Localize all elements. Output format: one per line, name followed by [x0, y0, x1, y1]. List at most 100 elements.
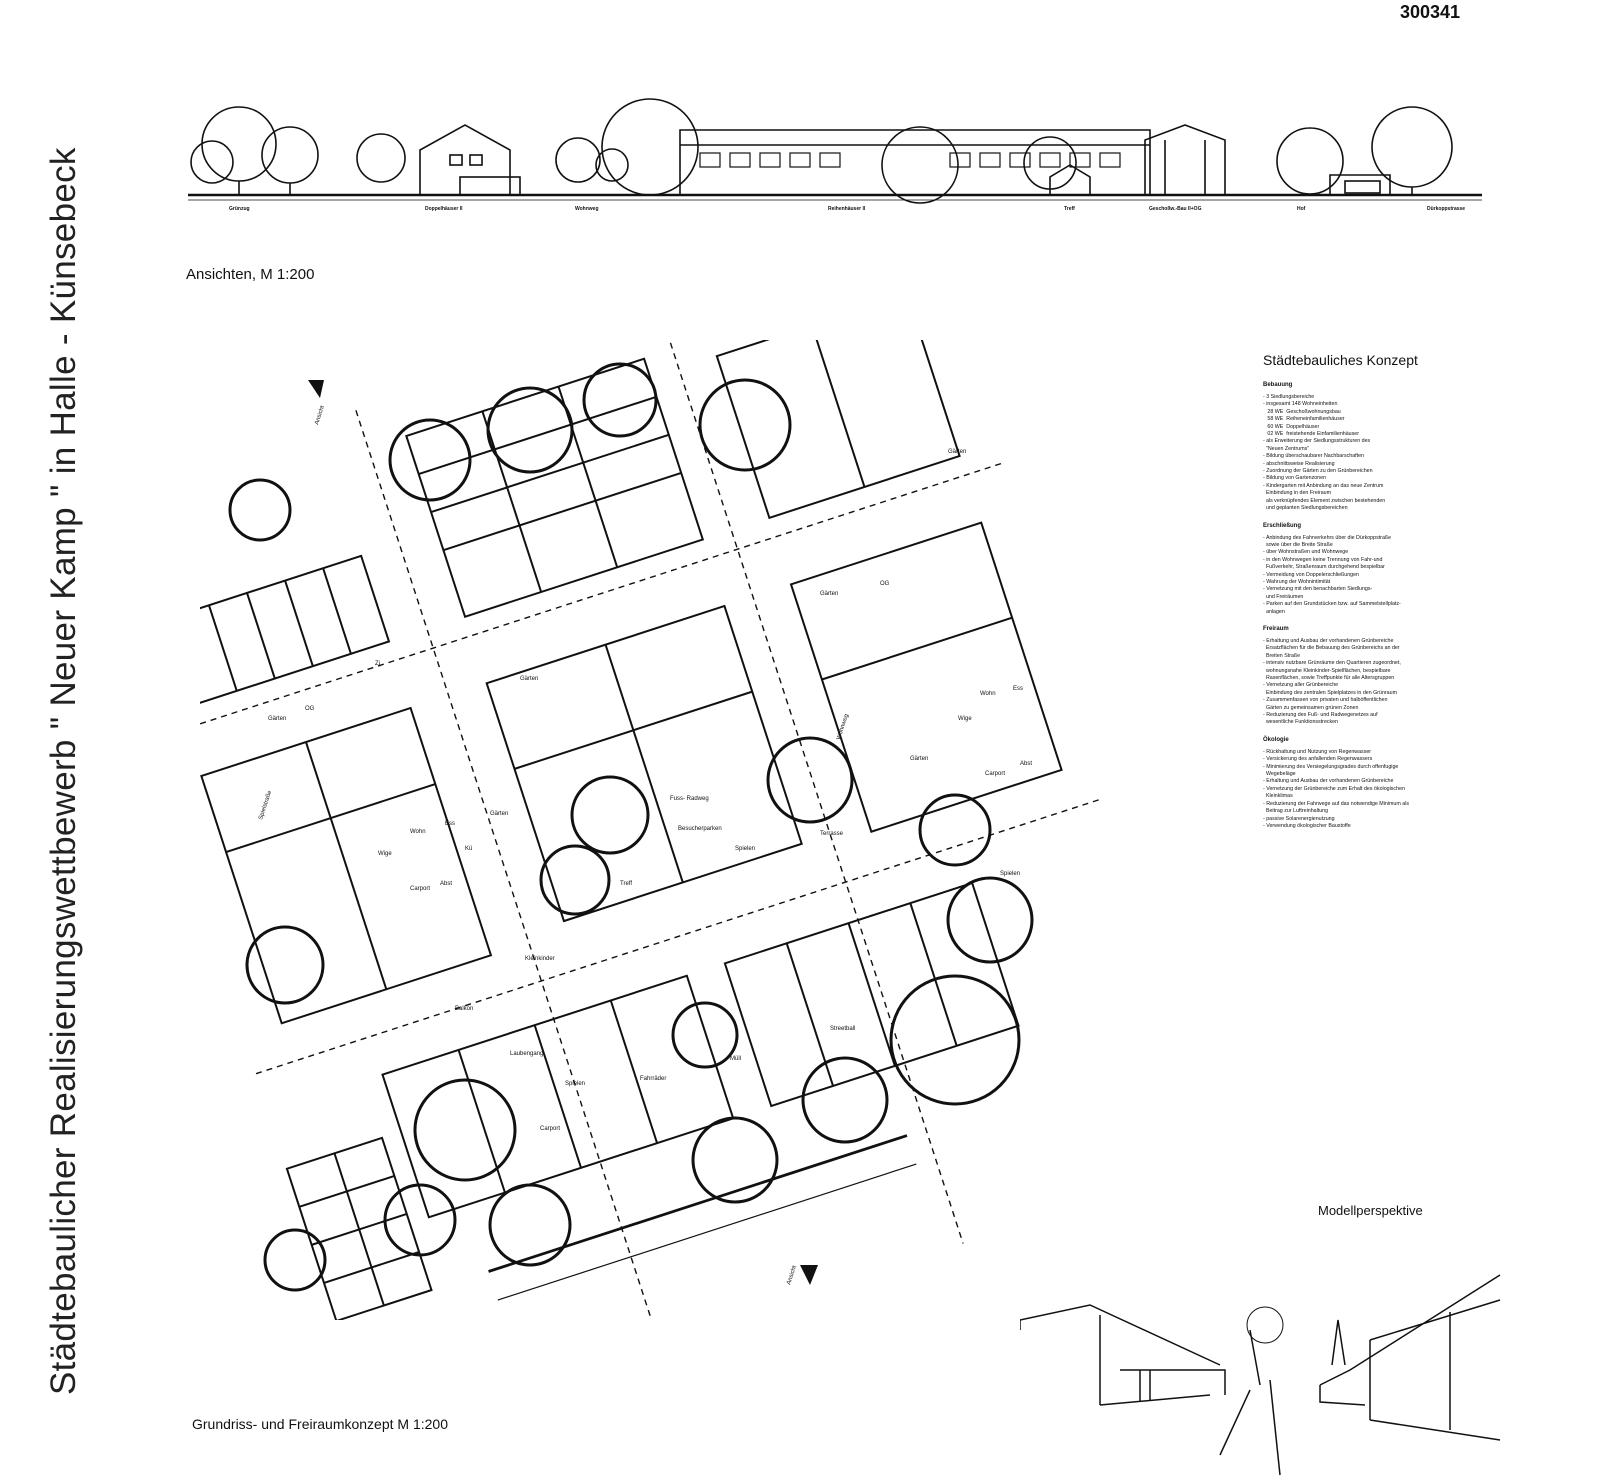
concept-section-item: - Bildung von Gartenzonen [1263, 475, 1327, 482]
concept-section-item: Kleinklimas [1263, 793, 1293, 800]
plan-label-ess-2: Ess [1013, 686, 1023, 692]
concept-section-heading: Bebauung [1263, 382, 1293, 388]
plan-label-fahrraeder: Fahrräder [640, 1076, 666, 1082]
plan-label-gaerten-3: Gärten [520, 676, 538, 682]
plan-label-balkon: Balkon [455, 1006, 473, 1012]
plan-label-ansicht-2: Ansicht [786, 1265, 798, 1286]
plan-label-ess-1: Ess [445, 821, 455, 827]
elevation-caption: Ansichten, M 1:200 [186, 266, 315, 283]
concept-section-item: 60 WE Doppelhäuser [1263, 423, 1320, 430]
concept-section-item: - Zusammenfassen von privaten und halböf… [1263, 697, 1388, 704]
concept-section-item: Fußverkehr, Straßenraum durchgehend besp… [1263, 564, 1385, 571]
elevation-drawing [188, 98, 1482, 204]
plan-label-wige-2: Wige [958, 716, 972, 722]
concept-section-item: - Vernetzung aller Grünbereiche [1263, 682, 1339, 689]
concept-section-heading: Erschließung [1263, 522, 1302, 529]
plan-label-treff: Treff [620, 881, 632, 887]
concept-sections: Bebauung- 3 Siedlungsbereiche- insgesamt… [1263, 382, 1513, 830]
concept-section-item: - Minimierung des Versiegelungsgrades du… [1263, 763, 1399, 770]
plan-label-abst-2: Abst [1020, 761, 1032, 767]
elevation-label-wohnweg: Wohnweg [575, 206, 599, 212]
concept-section-item: - Bildung überschaubarer Nachbarschaften [1263, 453, 1364, 460]
elevation-label-doppelhaeuser: Doppelhäuser II [425, 206, 463, 212]
concept-section-item: wohnungsnahe Kleinkinder-Spielflächen, b… [1263, 667, 1391, 674]
concept-section-heading: Ökologie [1263, 736, 1289, 743]
plan-label-carport-3: Carport [540, 1126, 560, 1132]
plan-label-muell: Müll [730, 1056, 741, 1062]
model-perspective-sketch [1020, 1274, 1501, 1476]
elevation-label-gruenzug: Grünzug [229, 206, 250, 212]
concept-section-item: - über Wohnstraßen und Wohnwege [1263, 549, 1349, 556]
concept-section-item: - Rückhaltung und Nutzung von Regenwasse… [1263, 748, 1372, 755]
concept-section-item: sowie über die Breite Straße [1263, 541, 1333, 548]
concept-section-item: - Wahrung der Wohnintimität [1263, 578, 1331, 585]
concept-section-item: 58 WE Reiheneinfamilienhäuser [1263, 416, 1345, 423]
plan-label-ansicht-1: Ansicht [314, 405, 326, 426]
concept-section-item: - intensiv nutzbare Grünräume den Quarti… [1263, 660, 1401, 667]
concept-section-item: Gärten zu gemeinsamen grünen Zonen [1263, 704, 1359, 711]
plan-label-spielen-3: Spielen [565, 1081, 585, 1087]
site-plan: Gärten OG Gärten Gärten Gärten Gärten Gä… [200, 340, 1100, 1320]
elevation-label-reihenhaeuser: Reihenhäuser II [828, 206, 866, 212]
plan-label-laubengang: Laubengang [510, 1051, 543, 1057]
concept-section-item: - Reduzierung des Fuß- und Radwegenetzes… [1263, 712, 1378, 719]
plan-label-og-2: OG [880, 581, 890, 587]
concept-section-item: - Kindergarten mit Anbindung an das neue… [1263, 482, 1384, 489]
concept-section-item: - Erhaltung und Ausbau der vorhandenen G… [1263, 637, 1394, 644]
concept-section-item: anlagen [1263, 608, 1285, 615]
plan-label-gaerten-5: Gärten [910, 756, 928, 762]
concept-section-item: wesentliche Funktionsstrecken [1263, 719, 1339, 726]
concept-section-item: - Vernetzung mit den benachbarten Siedlu… [1263, 586, 1373, 593]
concept-section-item: - Parken auf den Grundstücken bzw. auf S… [1263, 601, 1401, 608]
concept-section-item: Rasenflächen, sowie Treffpunkte für alle… [1263, 675, 1395, 681]
plan-label-zi-1: Zi [375, 661, 380, 667]
plan-label-og-1: OG [305, 706, 315, 712]
plan-label-gaerten-4: Gärten [820, 591, 838, 597]
concept-title: Städtebauliches Konzept [1263, 352, 1418, 368]
plan-label-fuss-radweg: Fuss- Radweg [670, 796, 709, 802]
concept-section-item: - Anbindung des Fahrverkehrs über die Dü… [1263, 534, 1392, 541]
plan-caption: Grundriss- und Freiraumkonzept M 1:200 [192, 1416, 448, 1432]
concept-section-item: Beitrag zur Luftreinhaltung [1263, 808, 1329, 815]
plan-label-gaerten-6: Gärten [948, 449, 966, 455]
concept-section-item: - Verwendung ökologischer Baustoffe [1263, 822, 1351, 829]
concept-section-item: Einbindung des zentralen Spielplatzes in… [1263, 689, 1397, 696]
concept-section-item: - passive Solarenergienutzung [1263, 815, 1335, 822]
concept-section-item: Einbindung in den Freiraum [1263, 490, 1332, 497]
concept-section-item: - als Erweiterung der Siedlungsstrukture… [1263, 438, 1371, 445]
plan-label-streetball: Streetball [830, 1026, 855, 1032]
plan-label-wige-1: Wige [378, 851, 392, 857]
plan-label-kue-1: Kü [465, 846, 472, 852]
plan-label-spielen-1: Spielen [735, 846, 755, 852]
concept-section-item: - 3 Siedlungsbereiche [1263, 394, 1315, 400]
concept-section-item: Ersatzflächen für die Bebauung des Grünb… [1263, 645, 1400, 652]
plan-label-besucherparken: Besucherparken [678, 826, 722, 832]
plan-label-wohn-1: Wohn [410, 829, 426, 835]
concept-panel: Städtebauliches Konzept Bebauung - 3 Sied… [1263, 352, 1513, 830]
vertical-title: Städtebaulicher Realisierungswettbewerb … [44, 147, 83, 1395]
concept-section-item: - Erhaltung und Ausbau der vorhandenen G… [1263, 778, 1394, 785]
concept-section-item: - Zuordnung der Gärten zu den Grünbereic… [1263, 468, 1373, 475]
plan-label-abst-1: Abst [440, 881, 452, 887]
plan-label-kleinkinder: Kleinkinder [525, 956, 555, 962]
sheet-number: 300341 [1400, 2, 1461, 22]
concept-section-item: - abschnittsweise Realisierung [1263, 460, 1335, 467]
concept-section-item: 28 WE Geschoßwohnungsbau [1263, 408, 1341, 415]
plan-label-carport-1: Carport [410, 886, 430, 892]
concept-section-item: und Freiräumen [1263, 593, 1304, 600]
concept-section-item: 02 WE freistehende Einfamilienhäuser [1263, 431, 1359, 438]
plan-label-gaerten-2: Gärten [490, 811, 508, 817]
plan-label-spielstrasse: Spielstraße [258, 789, 273, 820]
concept-section-item: Wegebeläge [1263, 771, 1296, 778]
elevation-label-duerkoppstrasse: Dürkoppstrasse [1427, 206, 1466, 212]
concept-section-item: "Neuen Zentrums" [1263, 445, 1310, 452]
plan-label-terrasse: Terrasse [820, 831, 844, 837]
plan-label-carport-2: Carport [985, 771, 1005, 777]
concept-section-heading: Freiraum [1263, 625, 1289, 632]
elevation-label-hof: Hof [1297, 206, 1306, 212]
concept-section-item: und geplanten Siedlungsbereichen [1263, 505, 1348, 512]
plan-label-wohn-2: Wohn [980, 691, 996, 697]
concept-section-item: - Reduzierung der Fahrwege auf das notwe… [1263, 800, 1410, 807]
model-caption: Modellperspektive [1318, 1203, 1423, 1218]
plan-label-spielen-2: Spielen [1000, 871, 1020, 877]
